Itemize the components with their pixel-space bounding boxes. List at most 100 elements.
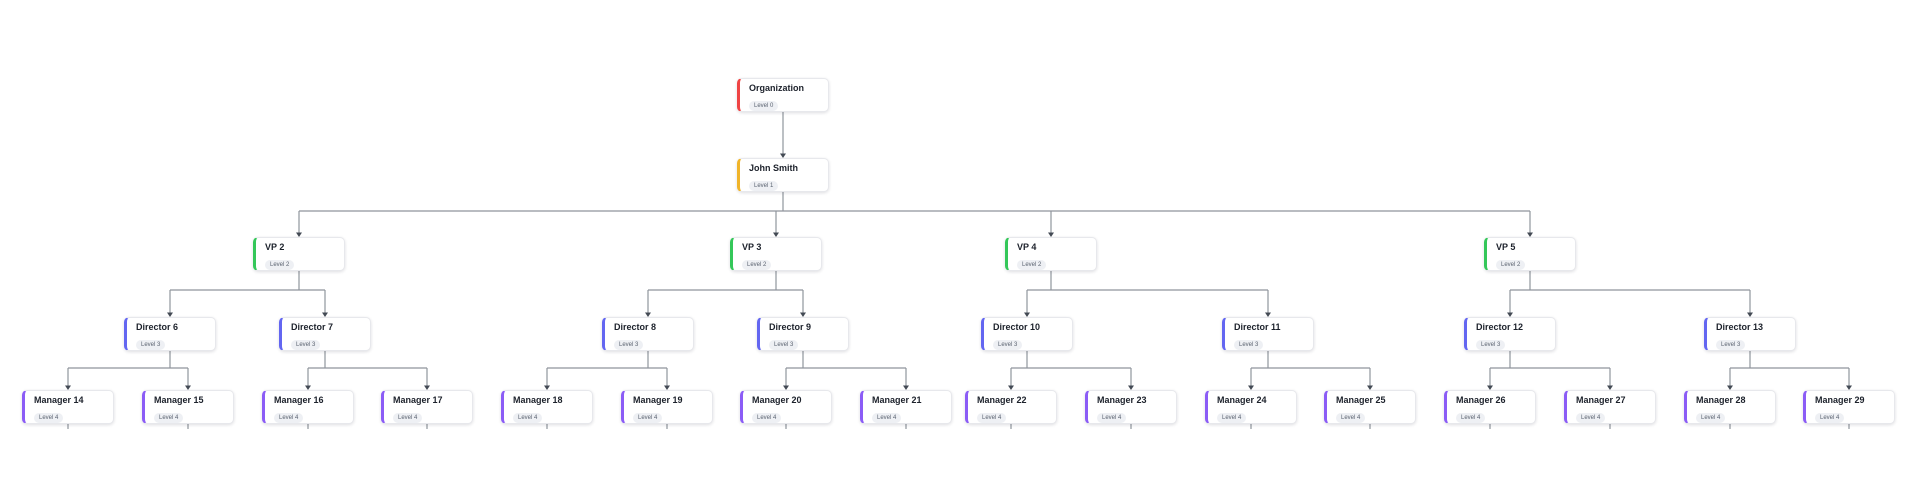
org-node-level-badge: Level 2 bbox=[265, 259, 295, 270]
org-node-label: Organization bbox=[749, 84, 805, 93]
org-node-label: Director 6 bbox=[136, 323, 179, 332]
org-node-d8[interactable]: Director 8 Level 3 bbox=[602, 317, 694, 351]
connector-arrowhead-icon bbox=[185, 385, 191, 390]
org-node-level-badge: Level 3 bbox=[291, 339, 321, 350]
org-node-level-badge: Level 4 bbox=[393, 412, 423, 423]
org-node-label: Manager 21 bbox=[872, 396, 922, 405]
connector-arrowhead-icon bbox=[167, 312, 173, 317]
org-node-m27[interactable]: Manager 27 Level 4 bbox=[1564, 390, 1656, 424]
connector-arrowhead-icon bbox=[1265, 312, 1271, 317]
org-node-level-badge: Level 4 bbox=[34, 412, 64, 423]
connector-arrowhead-icon bbox=[322, 312, 328, 317]
org-node-level-badge: Level 3 bbox=[1476, 339, 1506, 350]
org-node-m24[interactable]: Manager 24 Level 4 bbox=[1205, 390, 1297, 424]
connector-arrowhead-icon bbox=[1008, 385, 1014, 390]
connector-arrowhead-icon bbox=[780, 153, 786, 158]
org-node-label: Manager 28 bbox=[1696, 396, 1746, 405]
org-node-level-badge: Level 3 bbox=[1234, 339, 1264, 350]
org-node-m14[interactable]: Manager 14 Level 4 bbox=[22, 390, 114, 424]
org-node-label: Manager 27 bbox=[1576, 396, 1626, 405]
org-node-m22[interactable]: Manager 22 Level 4 bbox=[965, 390, 1057, 424]
org-node-level-badge: Level 1 bbox=[749, 180, 779, 191]
org-node-d6[interactable]: Director 6 Level 3 bbox=[124, 317, 216, 351]
org-node-label: Manager 14 bbox=[34, 396, 84, 405]
org-node-level-badge: Level 4 bbox=[274, 412, 304, 423]
org-node-vp5[interactable]: VP 5 Level 2 bbox=[1484, 237, 1576, 271]
org-node-d11[interactable]: Director 11 Level 3 bbox=[1222, 317, 1314, 351]
connector-arrowhead-icon bbox=[1487, 385, 1493, 390]
org-node-level-badge: Level 0 bbox=[749, 100, 779, 111]
org-node-label: Manager 20 bbox=[752, 396, 802, 405]
org-node-level-badge: Level 4 bbox=[1576, 412, 1606, 423]
org-node-m16[interactable]: Manager 16 Level 4 bbox=[262, 390, 354, 424]
org-node-level-badge: Level 4 bbox=[1815, 412, 1845, 423]
connector-arrowhead-icon bbox=[544, 385, 550, 390]
connector-arrowhead-icon bbox=[1747, 312, 1753, 317]
org-node-label: Director 10 bbox=[993, 323, 1041, 332]
org-node-m17[interactable]: Manager 17 Level 4 bbox=[381, 390, 473, 424]
org-node-label: Director 11 bbox=[1234, 323, 1281, 332]
org-node-level-badge: Level 4 bbox=[1336, 412, 1366, 423]
connector-arrowhead-icon bbox=[903, 385, 909, 390]
org-node-level-badge: Level 4 bbox=[1456, 412, 1486, 423]
org-node-label: Manager 22 bbox=[977, 396, 1027, 405]
connector-arrowhead-icon bbox=[1367, 385, 1373, 390]
org-node-level-badge: Level 3 bbox=[136, 339, 166, 350]
org-node-label: Manager 17 bbox=[393, 396, 443, 405]
connector-arrowhead-icon bbox=[1128, 385, 1134, 390]
org-node-label: Manager 19 bbox=[633, 396, 683, 405]
connector-arrowhead-icon bbox=[1527, 232, 1533, 237]
connector-arrowhead-icon bbox=[1507, 312, 1513, 317]
org-node-label: Director 12 bbox=[1476, 323, 1524, 332]
org-node-level-badge: Level 2 bbox=[1017, 259, 1047, 270]
connector-arrowhead-icon bbox=[664, 385, 670, 390]
connector-arrowhead-icon bbox=[800, 312, 806, 317]
org-node-d7[interactable]: Director 7 Level 3 bbox=[279, 317, 371, 351]
org-node-level-badge: Level 3 bbox=[1716, 339, 1746, 350]
connector-arrowhead-icon bbox=[65, 385, 71, 390]
org-node-m20[interactable]: Manager 20 Level 4 bbox=[740, 390, 832, 424]
connector-arrowhead-icon bbox=[783, 385, 789, 390]
org-node-d10[interactable]: Director 10 Level 3 bbox=[981, 317, 1073, 351]
org-node-label: Manager 24 bbox=[1217, 396, 1267, 405]
connector-arrowhead-icon bbox=[1846, 385, 1852, 390]
connector-arrowhead-icon bbox=[1248, 385, 1254, 390]
org-node-label: Manager 16 bbox=[274, 396, 324, 405]
org-node-label: VP 5 bbox=[1496, 243, 1516, 252]
org-node-m28[interactable]: Manager 28 Level 4 bbox=[1684, 390, 1776, 424]
org-node-level-badge: Level 4 bbox=[977, 412, 1007, 423]
connector-arrowhead-icon bbox=[296, 232, 302, 237]
org-node-label: Manager 23 bbox=[1097, 396, 1147, 405]
org-node-level-badge: Level 4 bbox=[1696, 412, 1726, 423]
connector-arrowhead-icon bbox=[1607, 385, 1613, 390]
org-node-label: Director 8 bbox=[614, 323, 657, 332]
org-node-level-badge: Level 3 bbox=[614, 339, 644, 350]
connector-arrowhead-icon bbox=[645, 312, 651, 317]
org-node-label: Director 9 bbox=[769, 323, 812, 332]
org-node-level-badge: Level 2 bbox=[1496, 259, 1526, 270]
org-node-label: Director 7 bbox=[291, 323, 334, 332]
org-node-level-badge: Level 4 bbox=[752, 412, 782, 423]
connector-arrowhead-icon bbox=[305, 385, 311, 390]
org-node-d12[interactable]: Director 12 Level 3 bbox=[1464, 317, 1556, 351]
org-node-level-badge: Level 3 bbox=[993, 339, 1023, 350]
org-node-level-badge: Level 4 bbox=[1217, 412, 1247, 423]
org-node-label: John Smith bbox=[749, 164, 798, 173]
